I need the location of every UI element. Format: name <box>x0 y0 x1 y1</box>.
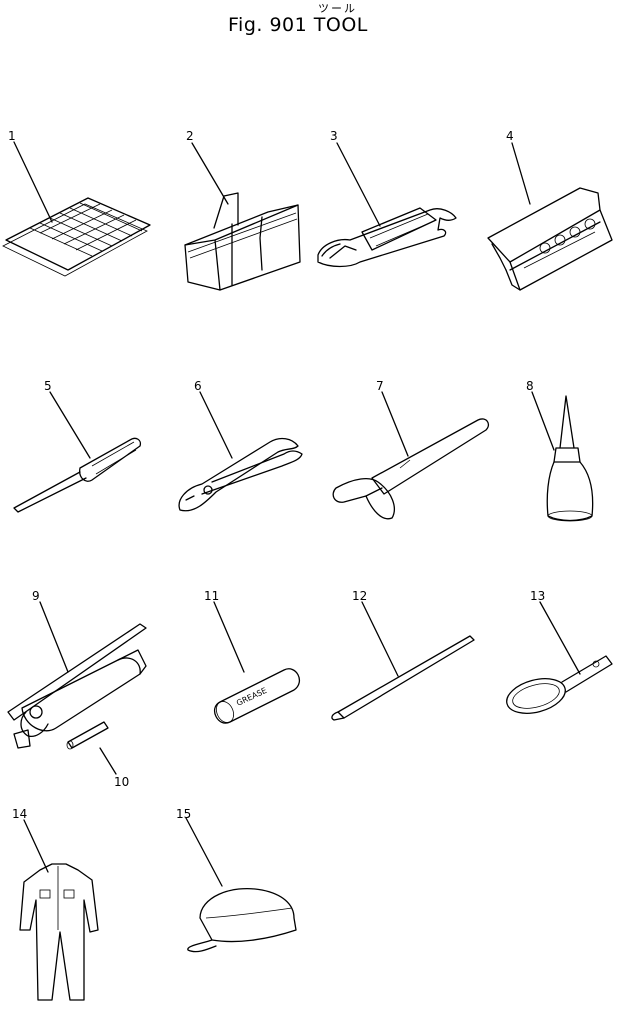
part-number-3: 3 <box>330 129 338 143</box>
tool-2-tool-bag-icon <box>184 142 301 291</box>
part-number-15: 15 <box>176 807 191 821</box>
part-number-5: 5 <box>44 379 52 393</box>
part-number-2: 2 <box>186 129 194 143</box>
part-number-labels: 1 2 3 4 5 6 7 8 9 10 11 12 13 14 15 <box>8 129 545 821</box>
japanese-title: ツール <box>318 2 357 15</box>
part-number-11: 11 <box>204 589 219 603</box>
tool-8-oil-can-icon <box>531 391 594 522</box>
part-number-7: 7 <box>376 379 384 393</box>
tool-3-wrench-set-icon <box>317 142 457 268</box>
tool-9-grease-gun-icon <box>7 601 147 749</box>
tool-7-hammer-icon <box>332 391 490 520</box>
part-number-14: 14 <box>12 807 27 821</box>
figure-title: Fig. 901 TOOL <box>228 14 368 36</box>
tool-12-pry-bar-icon <box>331 601 475 721</box>
tool-4-socket-box-icon <box>487 142 613 291</box>
tool-5-screwdriver-icon <box>13 391 142 513</box>
tool-10-nozzle-extension-icon <box>66 721 117 775</box>
tool-14-coverall-icon <box>19 819 99 1001</box>
part-number-4: 4 <box>506 129 514 143</box>
tool-15-cap-icon <box>185 817 297 953</box>
tool-13-filter-wrench-icon <box>506 601 613 714</box>
tool-11-grease-tube-icon: GREASE <box>213 601 300 724</box>
part-number-13: 13 <box>530 589 545 603</box>
part-number-9: 9 <box>32 589 40 603</box>
part-number-1: 1 <box>8 129 16 143</box>
tool-1-chart-sheet-icon <box>2 141 151 277</box>
tool-6-pliers-icon <box>178 391 303 512</box>
part-number-12: 12 <box>352 589 367 603</box>
part-number-10: 10 <box>114 775 129 789</box>
grease-tube-label: GREASE <box>235 686 268 708</box>
part-number-8: 8 <box>526 379 534 393</box>
part-number-6: 6 <box>194 379 202 393</box>
